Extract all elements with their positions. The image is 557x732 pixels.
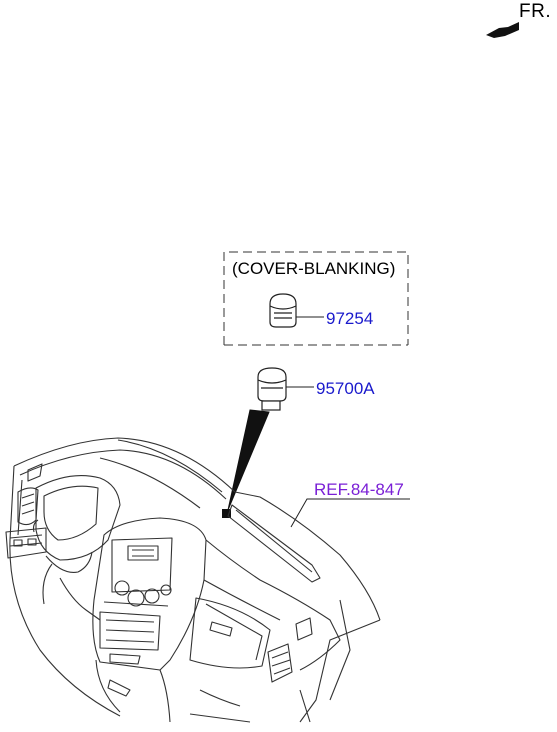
reference-link[interactable]: REF.84-847 [314,480,404,499]
cover-blanking-box [223,251,409,346]
reference-leader [290,498,410,528]
switch-location-mark [222,509,231,518]
switch-part [257,367,314,411]
part-number-cover[interactable]: 97254 [326,309,374,328]
inset-title: (COVER-BLANKING) [232,259,396,278]
blanking-cover-part [269,293,324,328]
front-arrow-icon [486,22,519,38]
location-wedge [227,409,270,511]
front-direction-label: FR. [519,1,552,22]
dashboard-illustration [5,437,381,723]
part-number-switch[interactable]: 95700A [316,379,375,398]
